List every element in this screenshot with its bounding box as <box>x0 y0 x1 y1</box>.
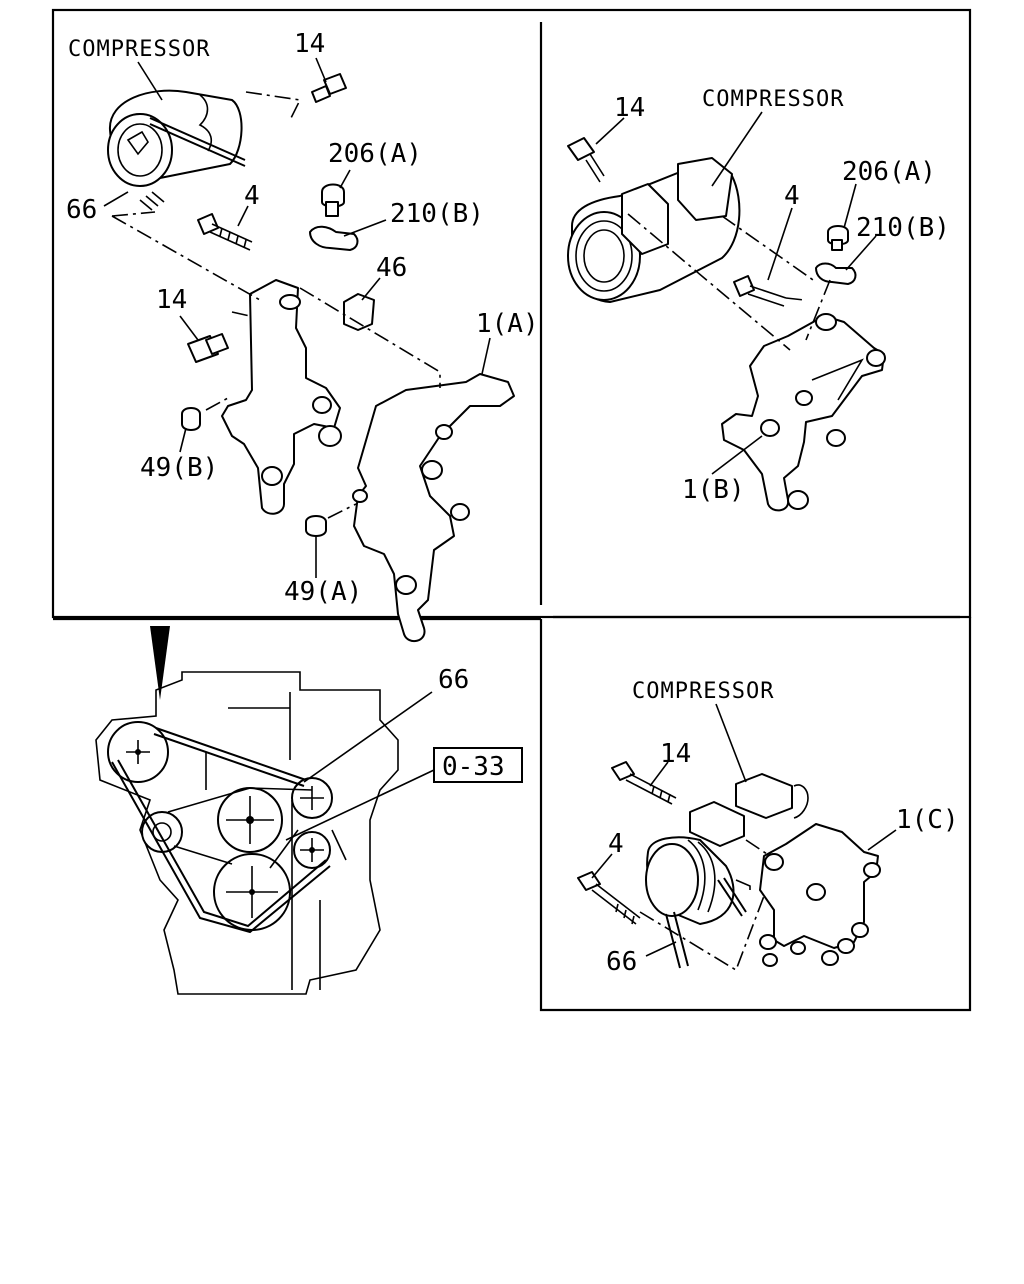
compressor-part-bottom <box>645 773 809 969</box>
labels-top-right: 14 COMPRESSOR 206(A) 4 210(B) 1(B) <box>614 87 950 505</box>
label-1c: 1(C) <box>896 805 959 835</box>
bolt-206a-right <box>827 225 849 251</box>
pulley-small <box>293 831 331 869</box>
clip-210b-right <box>815 262 857 285</box>
bolt-206a <box>321 183 345 217</box>
label-49a: 49(A) <box>284 577 362 607</box>
bushing-49a <box>305 515 327 537</box>
label-66: 66 <box>438 665 469 695</box>
bolt-14-top <box>311 73 347 103</box>
drive-belt-66 <box>111 727 331 934</box>
assembly-lines-top-right <box>627 213 831 351</box>
label-66: 66 <box>606 947 637 977</box>
bushing-49b <box>181 407 201 431</box>
bracket-46 <box>221 279 375 515</box>
label-4: 4 <box>608 829 624 859</box>
panel-bottom-right: COMPRESSOR 14 1(C) 4 66 <box>577 679 959 977</box>
compressor-part-right <box>567 157 741 303</box>
label-14-top: 14 <box>294 29 325 59</box>
bolt-14-left <box>187 333 229 363</box>
bracket-1c <box>759 823 881 967</box>
panel-frames <box>51 8 972 1012</box>
label-66: 66 <box>66 195 97 225</box>
leader-lines-top-left <box>103 57 491 578</box>
clip-210b <box>309 225 359 251</box>
bolt-4 <box>197 213 253 251</box>
label-4: 4 <box>784 181 800 211</box>
bolt-14-bottom <box>611 761 677 805</box>
assembly-lines-bottom-right <box>639 839 771 972</box>
label-1a: 1(A) <box>476 309 539 339</box>
label-1b: 1(B) <box>682 475 745 505</box>
direction-arrow-icon <box>150 626 170 700</box>
label-206a: 206(A) <box>328 139 422 169</box>
engine-outline <box>95 671 399 995</box>
panel-bottom-left: 66 0-33 <box>95 626 523 995</box>
label-14: 14 <box>660 739 691 769</box>
label-4: 4 <box>244 181 260 211</box>
label-206a: 206(A) <box>842 157 936 187</box>
bolt-14-right <box>567 137 605 183</box>
bracket-1b <box>721 313 886 512</box>
label-ref-0-33: 0-33 <box>442 752 505 782</box>
label-210b: 210(B) <box>390 199 484 229</box>
label-compressor: COMPRESSOR <box>632 679 774 704</box>
panel-top-left: COMPRESSOR 14 206(A) 66 4 210(B) 46 14 1… <box>66 29 539 643</box>
label-49b: 49(B) <box>140 453 218 483</box>
compressor-part <box>107 89 246 211</box>
label-compressor: COMPRESSOR <box>702 87 844 112</box>
pulley-center <box>217 787 283 853</box>
labels-bottom-right: COMPRESSOR 14 1(C) 4 66 <box>606 679 959 977</box>
label-compressor: COMPRESSOR <box>68 37 210 62</box>
pulley-crank-top <box>107 721 169 783</box>
labels-top-left: COMPRESSOR 14 206(A) 66 4 210(B) 46 14 1… <box>66 29 539 607</box>
labels-bottom-left: 66 0-33 <box>438 665 505 782</box>
assembly-lines-top-left <box>111 91 441 519</box>
label-46: 46 <box>376 253 407 283</box>
label-210b: 210(B) <box>856 213 950 243</box>
leader-lines-bottom-left <box>285 691 435 841</box>
panel-top-right: 14 COMPRESSOR 206(A) 4 210(B) 1(B) <box>567 87 950 512</box>
reference-box <box>433 747 523 783</box>
label-14-left: 14 <box>156 285 187 315</box>
bolt-4-bottom <box>577 871 641 925</box>
label-14: 14 <box>614 93 645 123</box>
pulley-idler-right <box>291 777 333 819</box>
leader-lines-top-right <box>595 111 877 475</box>
bracket-1a <box>352 373 515 643</box>
leader-lines-bottom-right <box>591 703 897 957</box>
bolt-4-right <box>733 275 787 307</box>
